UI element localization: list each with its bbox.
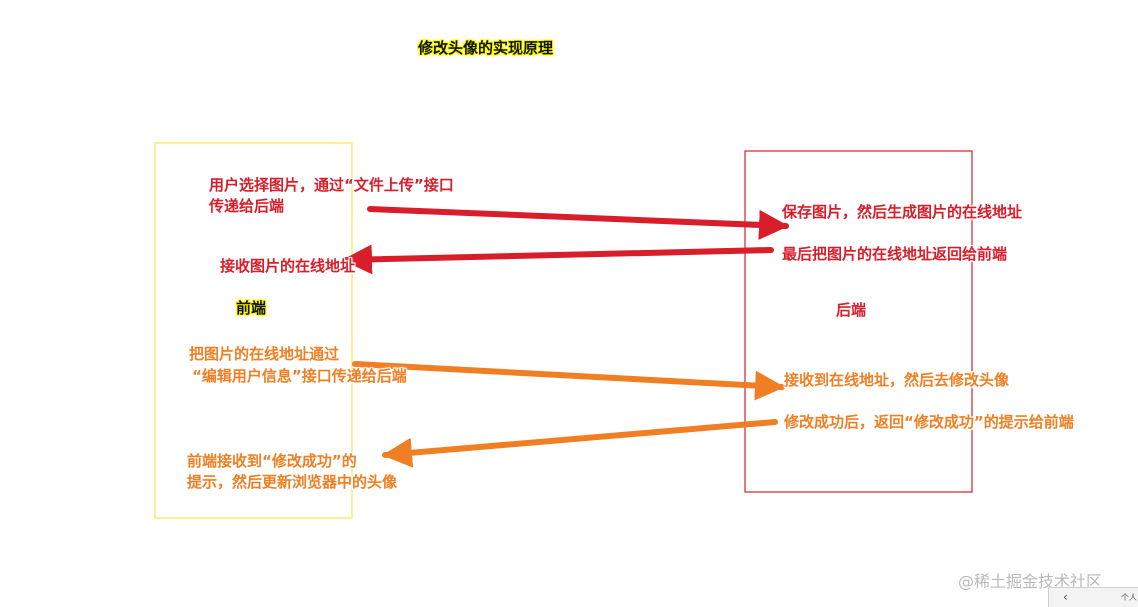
backend-label: 后端 (836, 301, 867, 319)
arrow-edit-to-backend (352, 361, 785, 401)
note-backend-success: 修改成功后，返回“修改成功”的提示给前端 (784, 413, 1074, 431)
note-frontend-receive-address: 接收图片的在线地址 (220, 257, 356, 275)
note-frontend-select-image-line2: 传递给后端 (209, 197, 285, 215)
chevron-left-icon[interactable]: ‹ (1063, 590, 1068, 604)
note-backend-return-address: 最后把图片的在线地址返回给前端 (782, 245, 1008, 263)
watermark: @稀土掘金技术社区 (958, 572, 1103, 591)
note-frontend-send-address-line2: “编辑用户信息”接口传递给后端 (192, 367, 407, 385)
note-frontend-send-address-line1: 把图片的在线地址通过 (189, 345, 340, 363)
corner-toolbar-text[interactable]: 个人 (1121, 593, 1137, 602)
note-frontend-update-avatar-line1: 前端接收到“修改成功”的 (187, 452, 357, 470)
note-backend-receive-address: 接收到在线地址，然后去修改头像 (784, 371, 1010, 389)
corner-toolbar: ‹ 个人 (1048, 587, 1138, 607)
diagram-title: 修改头像的实现原理 (418, 39, 554, 57)
arrow-address-to-frontend (342, 244, 774, 275)
arrow-upload-to-backend (367, 206, 789, 240)
note-frontend-update-avatar-line2: 提示，然后更新浏览器中的头像 (187, 473, 398, 491)
note-frontend-select-image-line1: 用户选择图片，通过“文件上传”接口 (209, 176, 454, 194)
arrow-success-to-frontend (382, 419, 778, 468)
note-backend-save-image: 保存图片，然后生成图片的在线地址 (782, 203, 1023, 221)
frontend-label: 前端 (236, 299, 267, 317)
